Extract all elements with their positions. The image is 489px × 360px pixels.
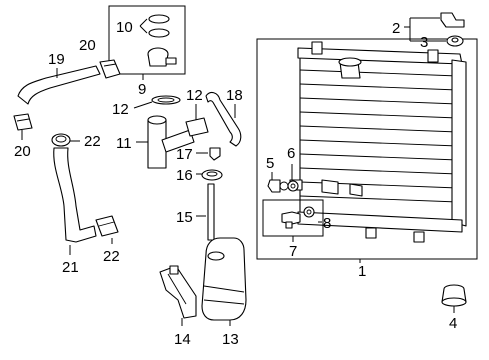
callout-22b: 22: [103, 248, 120, 265]
water-pipe-tee-part-11: [147, 115, 195, 169]
callout-16: 16: [176, 167, 193, 184]
callout-18: 18: [226, 87, 243, 104]
callout-9: 9: [138, 81, 146, 98]
reserve-tank-part-13: [201, 237, 247, 321]
callout-8: 8: [323, 215, 331, 232]
radiator-group-box: [256, 38, 478, 260]
callout-12b: 12: [186, 87, 203, 104]
callout-5: 5: [266, 155, 274, 172]
leader-10: [139, 18, 148, 34]
reserve-cap-part-16: [201, 169, 223, 181]
drain-cock-part-7: [281, 211, 301, 229]
tank-bracket-part-14: [159, 265, 197, 319]
callout-4: 4: [449, 315, 457, 332]
hose-clamp-part-22-lower: [95, 215, 119, 237]
callout-14: 14: [174, 331, 191, 348]
hose-clamp-part-20-lower: [13, 113, 33, 131]
bypass-hose-part-18: [205, 91, 242, 147]
clip-part-17: [209, 147, 221, 161]
callout-11: 11: [116, 135, 132, 152]
callout-19: 19: [48, 51, 65, 68]
mount-cushion-part-3: [446, 35, 464, 47]
drain-plug-part-5: [267, 179, 289, 193]
callout-21: 21: [62, 259, 79, 276]
hose-clamp-part-20-upper: [99, 59, 121, 79]
callout-1: 1: [358, 263, 366, 280]
o-ring-part-6: [287, 180, 299, 192]
hose-clamp-part-12-upper: [151, 95, 181, 105]
callout-22a: 22: [84, 133, 101, 150]
upper-hose-part-19: [17, 65, 101, 105]
overflow-tube-part-15: [207, 183, 215, 241]
radiator-drawing: [289, 41, 467, 243]
callout-20a: 20: [79, 37, 96, 54]
callout-3: 3: [420, 34, 428, 51]
mount-bracket-part-2: [440, 12, 465, 28]
callout-12a: 12: [112, 101, 129, 118]
callout-6: 6: [287, 145, 295, 162]
hose-clamp-part-12-right: [185, 117, 209, 137]
callout-10: 10: [116, 19, 133, 36]
hose-clamp-part-22-upper: [51, 133, 71, 147]
mount-rubber-part-4: [441, 284, 467, 307]
cap-group-box-9: [108, 5, 186, 75]
callout-17: 17: [176, 146, 193, 163]
leader-2-3: [404, 17, 446, 42]
o-ring-part-8: [303, 206, 315, 218]
cap-parts-10: [147, 14, 177, 67]
callout-20b: 20: [14, 143, 31, 160]
callout-2: 2: [392, 20, 400, 37]
callout-13: 13: [222, 331, 239, 348]
callout-7: 7: [289, 243, 297, 260]
lower-hose-part-21: [53, 147, 97, 243]
callout-15: 15: [176, 209, 193, 226]
